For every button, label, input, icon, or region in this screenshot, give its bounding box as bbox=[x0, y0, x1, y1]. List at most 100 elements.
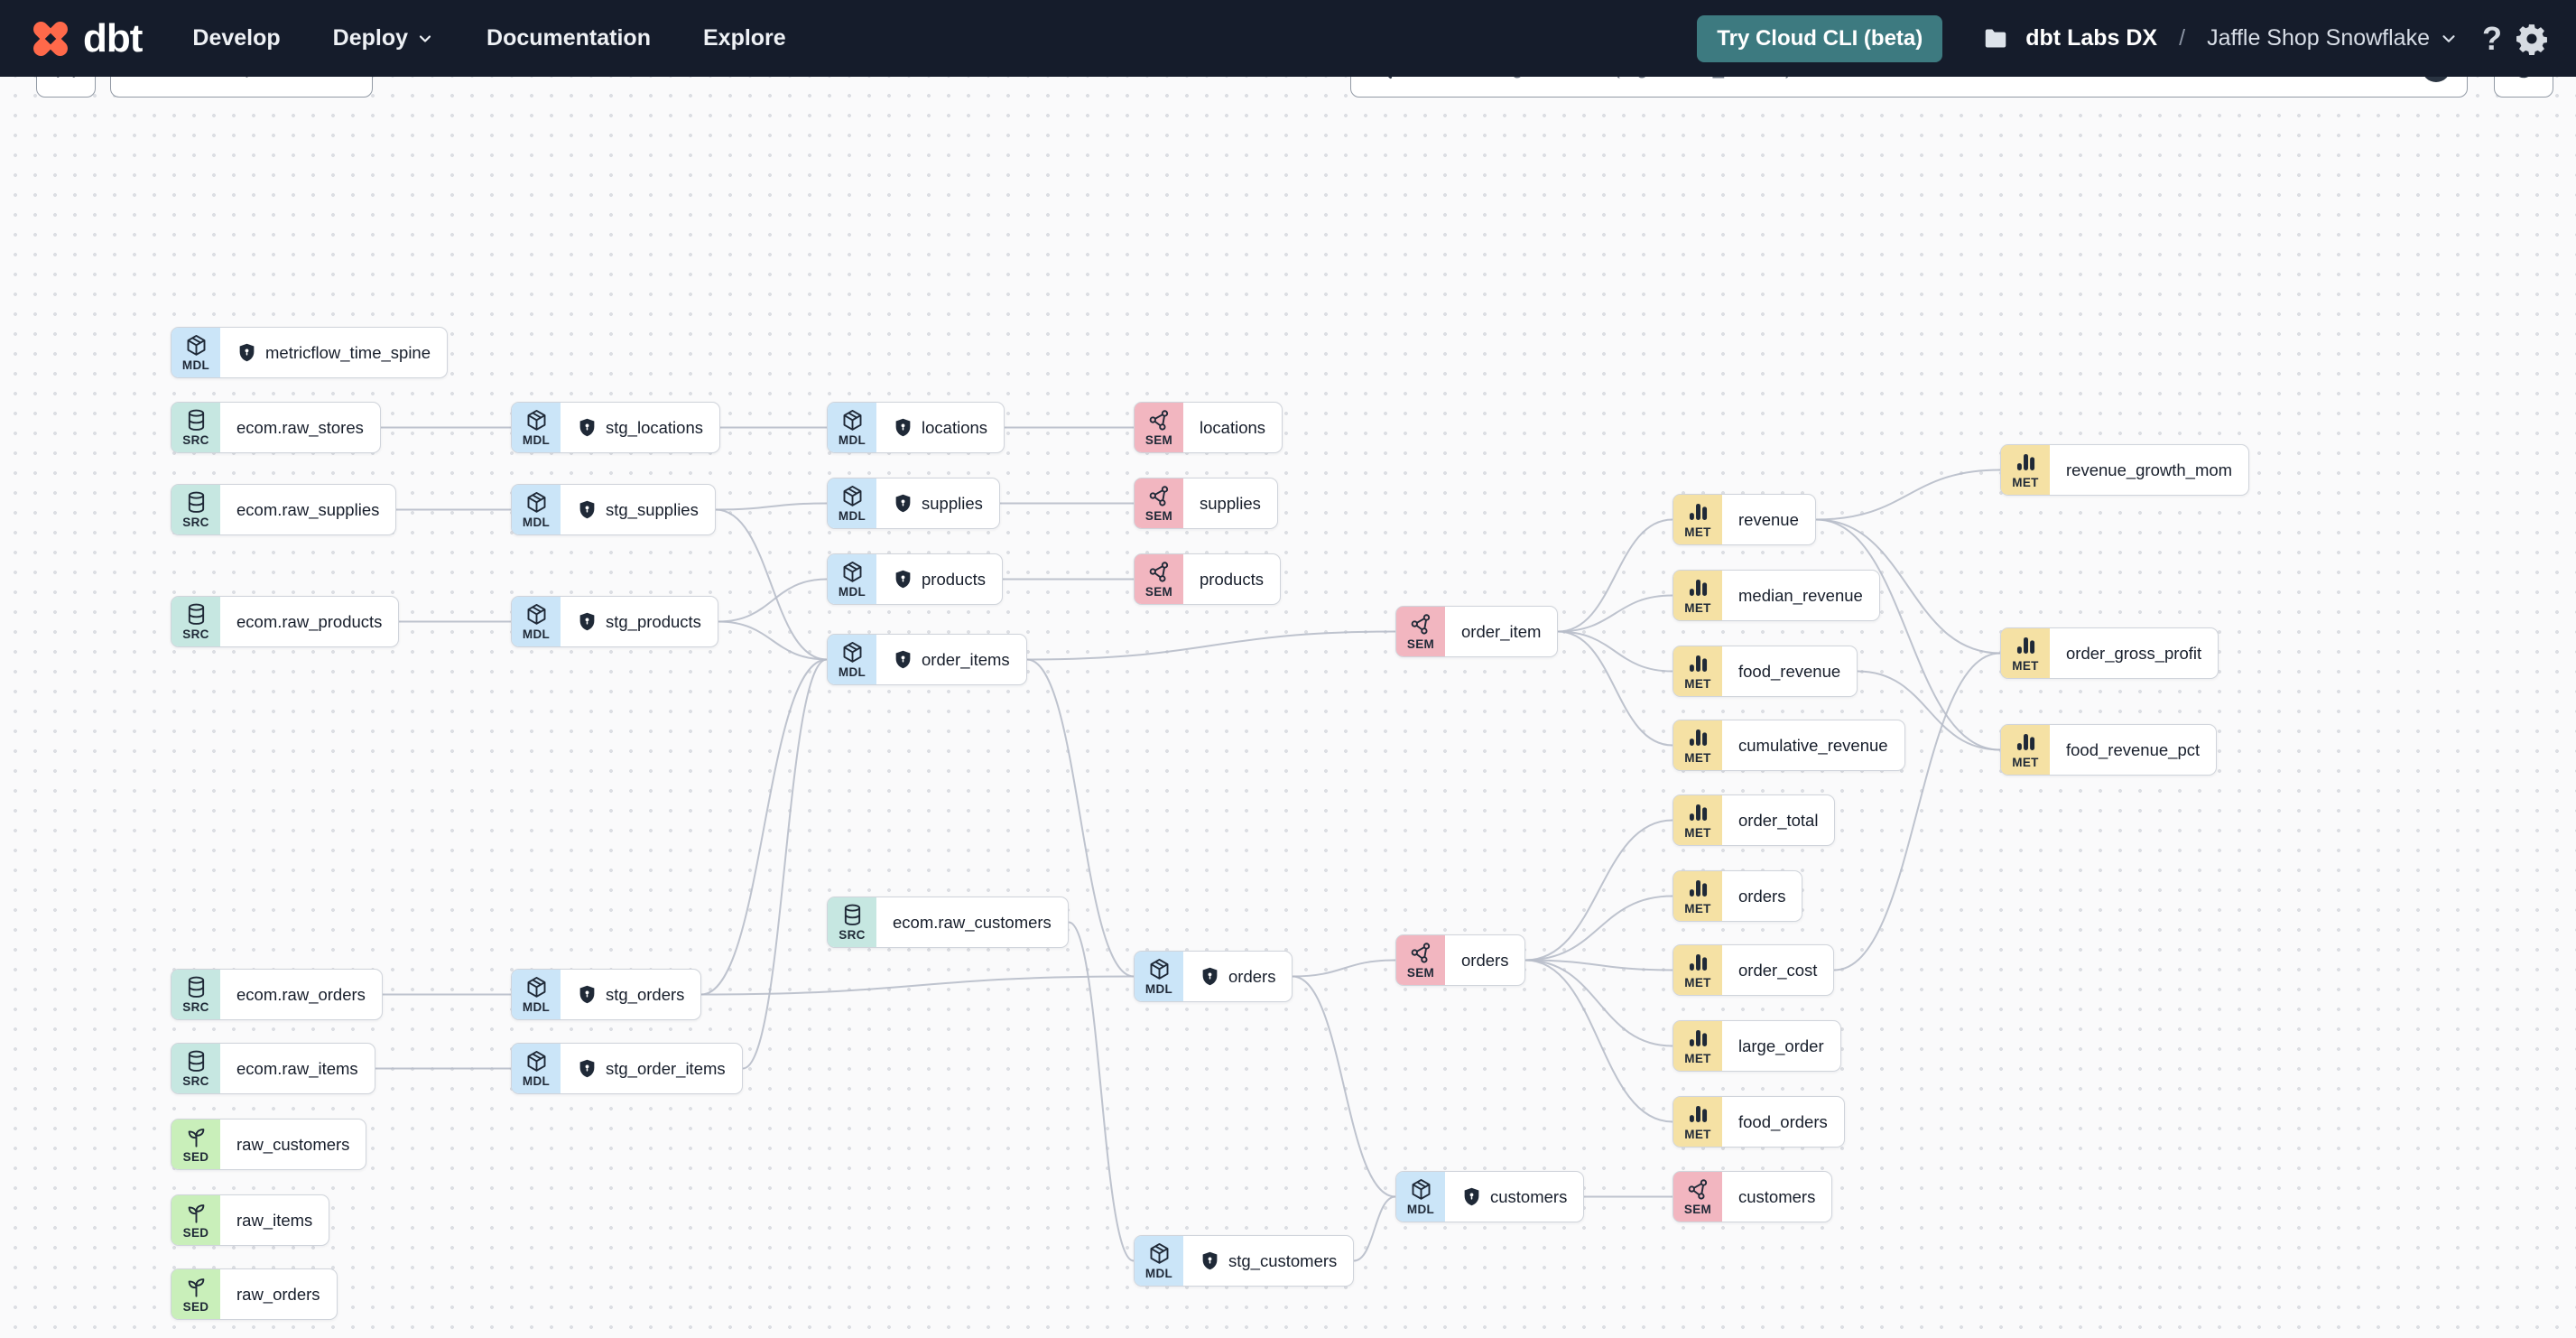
node-label: orders bbox=[1738, 886, 1786, 906]
settings-gear-icon[interactable] bbox=[2515, 22, 2549, 56]
node-label: supplies bbox=[1200, 493, 1261, 513]
bars-icon: MET bbox=[1673, 720, 1722, 770]
shield-icon bbox=[577, 417, 598, 438]
cube-icon: MDL bbox=[1135, 1236, 1183, 1286]
bars-icon: MET bbox=[1673, 495, 1722, 544]
node-label: orders bbox=[1183, 952, 1292, 1001]
bars-icon: MET bbox=[1673, 1097, 1722, 1147]
account-name[interactable]: dbt Labs DX bbox=[2025, 25, 2158, 51]
node-label: order_cost bbox=[1738, 960, 1818, 980]
graph-node-met_median_revenue[interactable]: MET median_revenue bbox=[1673, 570, 1880, 621]
bars-icon: MET bbox=[2001, 725, 2050, 775]
graph-node-met_orders[interactable]: MET orders bbox=[1673, 870, 1803, 922]
nav-item-documentation[interactable]: Documentation bbox=[486, 25, 651, 51]
cube-icon: MDL bbox=[512, 597, 561, 646]
node-label: median_revenue bbox=[1738, 585, 1863, 605]
cube-icon: MDL bbox=[828, 403, 876, 452]
node-label: locations bbox=[1200, 417, 1266, 437]
bars-icon: MET bbox=[1673, 945, 1722, 995]
folder-icon bbox=[1982, 25, 2009, 52]
shield-icon bbox=[577, 611, 598, 632]
top-navbar: dbt Develop Deploy Documentation Explore… bbox=[0, 0, 2576, 77]
brand-wordmark: dbt bbox=[83, 15, 143, 60]
node-label: order_item bbox=[1461, 621, 1542, 641]
node-label: stg_supplies bbox=[561, 485, 715, 534]
node-label: stg_products bbox=[561, 597, 718, 646]
lineage-edges bbox=[375, 426, 2001, 1262]
try-cloud-cli-button[interactable]: Try Cloud CLI (beta) bbox=[1697, 14, 1943, 62]
shield-icon bbox=[893, 569, 913, 590]
node-label: raw_customers bbox=[236, 1134, 350, 1154]
graph-node-met_food_revenue_pct[interactable]: MET food_revenue_pct bbox=[2000, 724, 2218, 776]
seedling-icon: SED bbox=[171, 1269, 220, 1319]
nav-item-deploy[interactable]: Deploy bbox=[333, 25, 434, 51]
network-icon: SEM bbox=[1396, 935, 1445, 985]
node-label: food_revenue_pct bbox=[2066, 739, 2201, 759]
node-label: cumulative_revenue bbox=[1738, 735, 1888, 755]
graph-node-met_order_cost[interactable]: MET order_cost bbox=[1673, 944, 1835, 996]
graph-node-raw_products[interactable]: SRC ecom.raw_products bbox=[171, 596, 400, 647]
bars-icon: MET bbox=[1673, 571, 1722, 620]
node-label: stg_order_items bbox=[561, 1044, 742, 1093]
cube-icon: MDL bbox=[828, 554, 876, 604]
node-label: supplies bbox=[876, 479, 999, 528]
cube-icon: MDL bbox=[512, 485, 561, 534]
dbt-logo-icon bbox=[27, 15, 74, 62]
help-button[interactable]: ? bbox=[2482, 19, 2502, 57]
cube-icon: MDL bbox=[512, 970, 561, 1019]
bars-icon: MET bbox=[2001, 628, 2050, 678]
network-icon: SEM bbox=[1673, 1172, 1722, 1222]
node-label: stg_orders bbox=[561, 970, 700, 1019]
project-breadcrumb: dbt Labs DX / Jaffle Shop Snowflake bbox=[1982, 25, 2459, 52]
nav-item-explore[interactable]: Explore bbox=[702, 25, 786, 51]
graph-node-met_cumulative_revenue[interactable]: MET cumulative_revenue bbox=[1673, 720, 1905, 771]
database-icon: SRC bbox=[171, 970, 220, 1019]
dbt-logo[interactable]: dbt bbox=[27, 15, 143, 62]
shield-icon bbox=[893, 649, 913, 670]
node-label: customers bbox=[1445, 1172, 1583, 1222]
node-label: order_total bbox=[1738, 810, 1819, 830]
database-icon: SRC bbox=[171, 597, 220, 646]
nav-item-develop[interactable]: Develop bbox=[192, 25, 281, 51]
node-label: ecom.raw_products bbox=[236, 611, 383, 631]
cube-icon: MDL bbox=[1135, 952, 1183, 1001]
shield-icon bbox=[236, 342, 257, 363]
bars-icon: MET bbox=[1673, 871, 1722, 921]
project-selector[interactable]: Jaffle Shop Snowflake bbox=[2207, 25, 2459, 51]
